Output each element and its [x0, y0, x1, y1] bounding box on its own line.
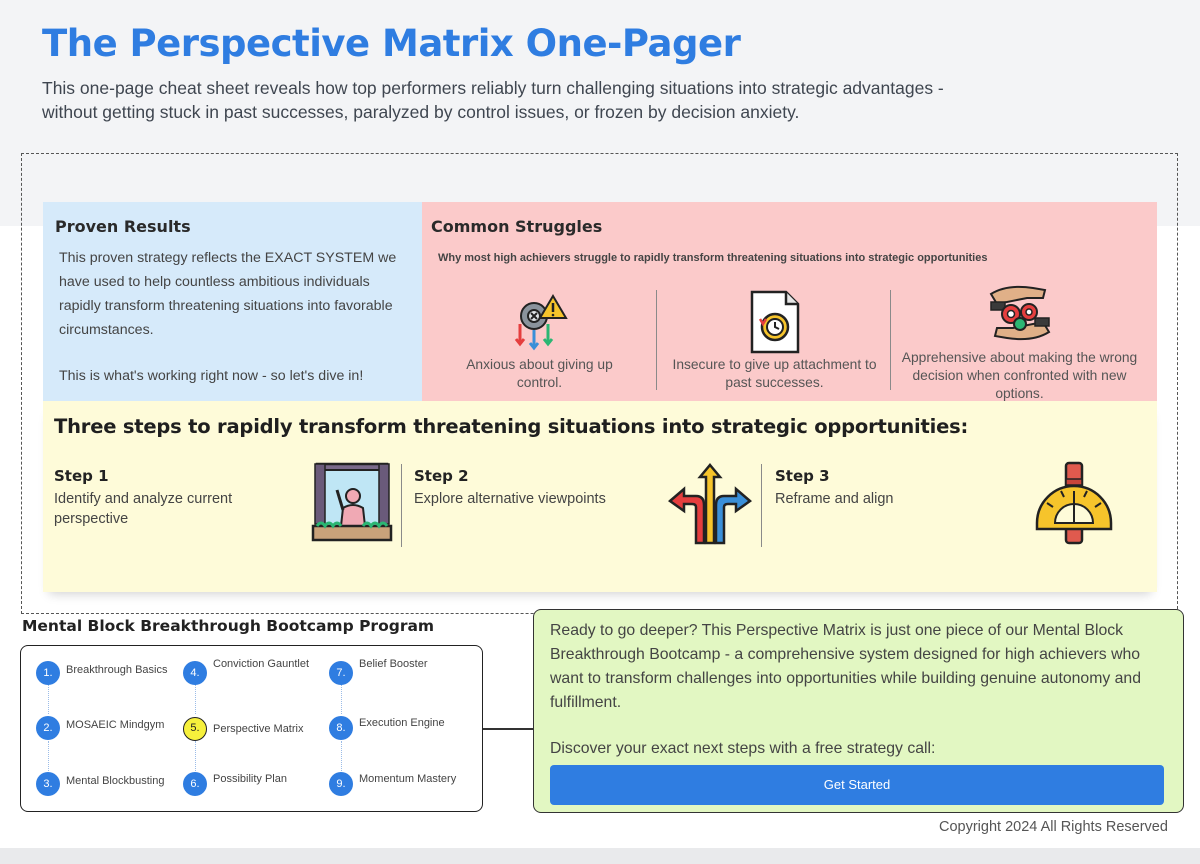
bootcamp-title: Mental Block Breakthrough Bootcamp Progr…: [22, 617, 435, 635]
gear-warning-arrows-icon: [514, 294, 568, 351]
struggle-label: Apprehensive about making the wrong deci…: [901, 350, 1138, 401]
split-arrows-icon: [668, 463, 752, 545]
three-steps-panel: Three steps to rapidly transform threate…: [43, 401, 1157, 592]
common-struggles-panel: Common Struggles Why most high achievers…: [422, 202, 1157, 401]
step-description: Reframe and align: [775, 491, 894, 507]
cta-panel: Ready to go deeper? This Perspective Mat…: [533, 609, 1184, 813]
copyright-text: Copyright 2024 All Rights Reserved: [939, 819, 1168, 835]
step-item: Step 1 Identify and analyze current pers…: [54, 467, 294, 529]
step-title: Step 1: [54, 467, 109, 485]
module-connector: [195, 741, 196, 771]
module-name: Conviction Gauntlet: [213, 658, 309, 670]
module-number: 2.: [36, 716, 60, 740]
struggle-label: Insecure to give up attachment to past s…: [672, 357, 877, 390]
module-number: 4.: [183, 661, 207, 685]
proven-results-text: This proven strategy reflects the EXACT …: [59, 250, 397, 338]
step-title: Step 3: [775, 467, 830, 485]
module-name: Execution Engine: [359, 717, 445, 729]
step-item: Step 3 Reframe and align: [775, 467, 1015, 509]
bootcamp-cta-connector: [483, 728, 534, 730]
common-struggles-title: Common Struggles: [431, 217, 603, 236]
struggle-divider: [890, 290, 891, 390]
module-name: Momentum Mastery: [359, 773, 457, 785]
module-number: 3.: [36, 772, 60, 796]
cta-prompt: Discover your exact next steps with a fr…: [550, 740, 936, 757]
module-name: Belief Booster: [359, 658, 428, 670]
page-bottom-strip: [0, 848, 1200, 864]
common-struggles-subtitle: Why most high achievers struggle to rapi…: [438, 252, 988, 264]
module-name: Breakthrough Basics: [66, 664, 168, 676]
module-number: 8.: [329, 716, 353, 740]
step-description: Identify and analyze current perspective: [54, 491, 233, 527]
three-steps-title: Three steps to rapidly transform threate…: [54, 415, 969, 438]
proven-results-panel: Proven Results This proven strategy refl…: [43, 202, 422, 401]
step-item: Step 2 Explore alternative viewpoints: [414, 467, 654, 509]
bootcamp-modules-box: 1. Breakthrough Basics 2. MOSAEIC Mindgy…: [20, 645, 483, 812]
step-divider: [401, 464, 402, 547]
step-description: Explore alternative viewpoints: [414, 491, 606, 507]
module-connector: [48, 741, 49, 771]
struggle-item: Insecure to give up attachment to past s…: [672, 284, 877, 396]
window-person-icon: [311, 462, 393, 542]
proven-results-title: Proven Results: [55, 217, 191, 236]
get-started-button[interactable]: Get Started: [550, 765, 1164, 805]
module-name: Perspective Matrix: [213, 723, 304, 735]
struggle-label: Anxious about giving up control.: [466, 357, 613, 390]
module-name: Possibility Plan: [213, 773, 287, 785]
module-name: MOSAEIC Mindgym: [66, 719, 165, 731]
module-name: Mental Blockbusting: [66, 775, 165, 787]
proven-results-text-2: This is what's working right now - so le…: [59, 368, 364, 384]
protractor-icon: [1035, 461, 1113, 545]
module-number: 6.: [183, 772, 207, 796]
module-connector: [341, 741, 342, 771]
module-connector: [195, 684, 196, 714]
module-number-active: 5.: [183, 717, 207, 741]
cta-text: Ready to go deeper? This Perspective Mat…: [550, 622, 1142, 711]
struggle-divider: [656, 290, 657, 390]
module-number: 9.: [329, 772, 353, 796]
step-title: Step 2: [414, 467, 469, 485]
module-number: 1.: [36, 661, 60, 685]
module-connector: [48, 684, 49, 714]
page-title: The Perspective Matrix One-Pager: [42, 22, 741, 65]
step-divider: [761, 464, 762, 547]
hands-gears-icon: [989, 285, 1050, 341]
struggle-item: Anxious about giving up control.: [452, 284, 627, 396]
module-connector: [341, 684, 342, 714]
module-number: 7.: [329, 661, 353, 685]
struggle-item: Apprehensive about making the wrong deci…: [897, 284, 1142, 401]
page-subtitle: This one-page cheat sheet reveals how to…: [42, 78, 944, 122]
document-history-icon: [750, 290, 799, 354]
